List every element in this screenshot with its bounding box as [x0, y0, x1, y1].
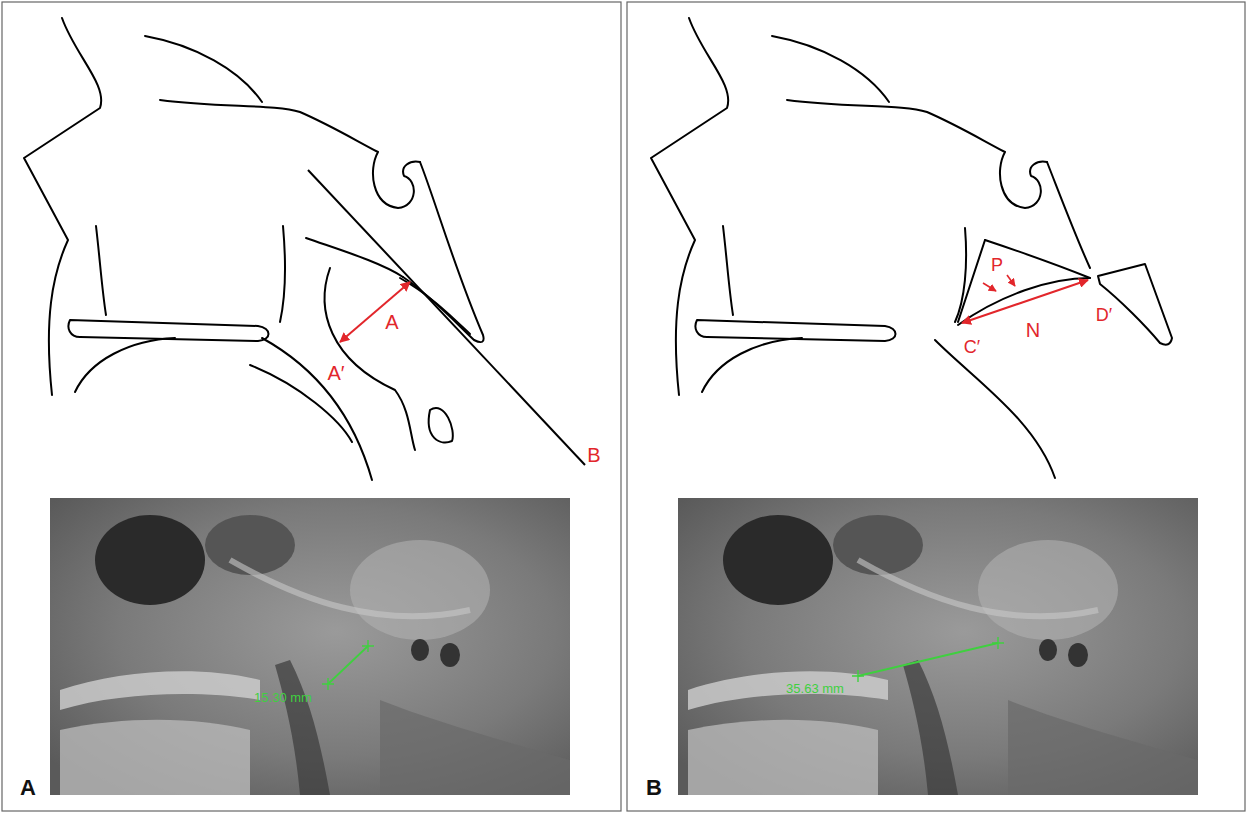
- pointer-arrow: [983, 283, 996, 291]
- measurement-arrow: [962, 280, 1088, 323]
- line-label: B: [587, 444, 600, 466]
- dimension-label: 35.63 mm: [786, 682, 844, 696]
- panel-frame: [627, 2, 1245, 811]
- radiograph: [50, 498, 570, 795]
- pointer-arrow: [1007, 275, 1015, 286]
- tangent-line: [308, 170, 585, 465]
- point-label: D′: [1096, 306, 1112, 326]
- point-label: P: [991, 256, 1003, 276]
- point-label: C′: [964, 338, 980, 358]
- panel-letter: A: [20, 776, 36, 800]
- point-label: A: [385, 311, 398, 333]
- panel-letter: B: [646, 776, 662, 800]
- line-label: N: [1026, 319, 1040, 341]
- panel-frame: [2, 2, 621, 811]
- dimension-label: 15.30 mm: [254, 691, 312, 705]
- point-label: A′: [327, 362, 344, 384]
- cephalometric-tracing: [651, 18, 1172, 478]
- cephalometric-tracing: [24, 18, 585, 480]
- measurement-arrow: [340, 282, 410, 342]
- radiograph: [678, 498, 1198, 795]
